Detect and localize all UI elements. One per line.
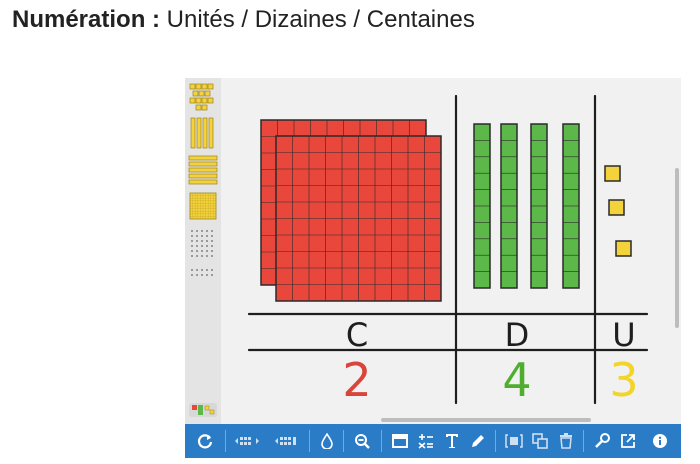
toolbar-separator	[495, 430, 496, 452]
block-palette	[185, 78, 222, 424]
toolbar-separator	[309, 430, 310, 452]
place-value-board: C D U 2 4 3	[247, 94, 649, 407]
pen-icon[interactable]	[467, 424, 489, 458]
group-icon[interactable]	[503, 424, 525, 458]
grid-dots-small-icon[interactable]	[187, 266, 219, 280]
operations-icon[interactable]	[415, 424, 437, 458]
trash-icon[interactable]	[555, 424, 577, 458]
ten-bar[interactable]	[473, 123, 491, 289]
unit-cube[interactable]	[604, 165, 621, 182]
text-icon[interactable]	[441, 424, 463, 458]
header-u: U	[612, 316, 635, 354]
toolbar-separator	[343, 430, 344, 452]
ten-bars-vertical-icon[interactable]	[187, 116, 219, 150]
ten-bars-horizontal-icon[interactable]	[187, 154, 219, 186]
info-icon[interactable]	[649, 424, 671, 458]
blocks-toggle-icon[interactable]	[187, 402, 219, 418]
hundred-plate-icon[interactable]	[187, 190, 219, 222]
value-c: 2	[342, 353, 371, 407]
value-d: 4	[502, 353, 531, 407]
ten-bar[interactable]	[500, 123, 518, 289]
toolbar-separator	[225, 430, 226, 452]
page-title-rest: Unités / Dizaines / Centaines	[160, 6, 475, 33]
units-icon[interactable]	[187, 82, 219, 112]
zoom-out-icon[interactable]	[351, 424, 373, 458]
tools-icon[interactable]	[591, 424, 613, 458]
vertical-scrollbar[interactable]	[675, 168, 679, 328]
drop-icon[interactable]	[317, 424, 337, 458]
grid-dots-icon[interactable]	[187, 228, 219, 264]
reset-icon[interactable]	[193, 424, 217, 458]
hundred-plate[interactable]	[275, 135, 442, 302]
unit-cube[interactable]	[615, 240, 632, 257]
numeration-app: C D U 2 4 3	[185, 78, 681, 458]
duplicate-icon[interactable]	[529, 424, 551, 458]
unit-cube[interactable]	[608, 199, 625, 216]
header-d: D	[505, 316, 530, 354]
value-u: 3	[609, 353, 638, 407]
bottom-toolbar	[185, 424, 681, 458]
table-lines	[247, 94, 649, 405]
hundreds-blocks	[260, 119, 442, 302]
units-blocks	[604, 165, 632, 257]
header-c: C	[346, 316, 368, 354]
page-title-bold: Numération :	[12, 6, 161, 33]
horizontal-scrollbar[interactable]	[381, 418, 591, 422]
ten-bar[interactable]	[530, 123, 548, 289]
toolbar-separator	[583, 430, 584, 452]
screen-icon[interactable]	[389, 424, 411, 458]
tens-blocks	[473, 123, 580, 289]
expand-grid-icon[interactable]	[271, 424, 303, 458]
ten-bar[interactable]	[562, 123, 580, 289]
toolbar-separator	[381, 430, 382, 452]
work-canvas[interactable]: C D U 2 4 3	[221, 78, 681, 424]
shrink-grid-icon[interactable]	[231, 424, 263, 458]
share-icon[interactable]	[617, 424, 639, 458]
page-title: Numération : Unités / Dizaines / Centain…	[12, 6, 475, 34]
